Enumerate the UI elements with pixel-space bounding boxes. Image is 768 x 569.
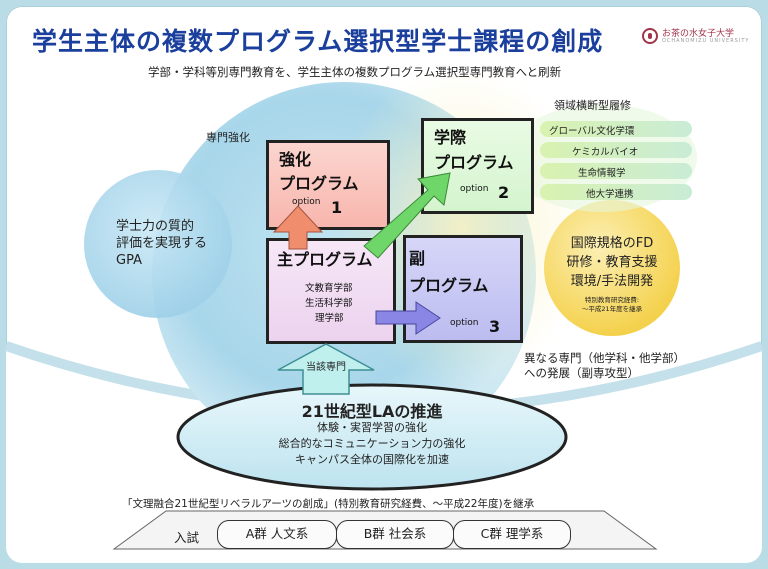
cross-domain-label: グローバル文化学環 bbox=[549, 126, 635, 137]
fd-note-line: 〜平成21年度を継承 bbox=[581, 305, 643, 313]
main-program-box: 主プログラム 文教育学部 生活科学部 理学部 bbox=[266, 238, 396, 344]
slide: 学生主体の複数プログラム選択型学士課程の創成 お茶の水女子大学 OCHANOMI… bbox=[6, 6, 762, 563]
cross-domain-label: 生命情報学 bbox=[578, 168, 626, 179]
main-program-dept: 理学部 bbox=[315, 313, 344, 324]
right-arrow-purple bbox=[375, 301, 441, 335]
admission-label: 入試 bbox=[174, 530, 200, 545]
logo-name: お茶の水女子大学 bbox=[662, 29, 735, 39]
different-major-line: への発展（副専攻型） bbox=[524, 366, 639, 380]
diagonal-arrow-green bbox=[363, 172, 451, 259]
admission-group-c: C群 理学系 bbox=[453, 520, 571, 549]
gakusai-title-1: 学際 bbox=[434, 128, 467, 147]
gpa-line: 学士力の質的 bbox=[116, 219, 195, 234]
la-title: 21世紀型LAの推進 bbox=[301, 402, 443, 421]
different-major-text: 異なる専門（他学科・他学部） への発展（副専攻型） bbox=[524, 351, 685, 381]
cross-domain-heading: 領域横断型履修 bbox=[554, 99, 631, 112]
la-line: 体験・実習学習の強化 bbox=[317, 421, 427, 434]
fd-text: 国際規格のFD 研修・教育支援 環境/手法開発 bbox=[558, 234, 666, 291]
kyoka-title-2: プログラム bbox=[279, 174, 359, 193]
gpa-circle bbox=[84, 170, 232, 318]
different-major-line: 異なる専門（他学科・他学部） bbox=[524, 351, 685, 365]
logo-emblem-icon bbox=[642, 28, 658, 44]
fd-line: 国際規格のFD bbox=[570, 236, 654, 251]
bottom-note: 「文理融合21世紀型リベラルアーツの創成」(特別教育研究経費、〜平成22年度)を… bbox=[122, 498, 535, 510]
fuku-option-num: 3 bbox=[489, 317, 501, 336]
kyoka-option-num: 1 bbox=[331, 198, 343, 217]
cross-domain-label: 他大学連携 bbox=[586, 189, 634, 200]
fd-note: 特別教育研究経費: 〜平成21年度を継承 bbox=[558, 296, 666, 314]
cross-domain-item bbox=[540, 184, 692, 200]
la-lines: 体験・実習学習の強化 総合的なコミュニケーション力の強化 キャンパス全体の国際化… bbox=[246, 420, 498, 468]
main-program-dept: 生活科学部 bbox=[305, 298, 353, 309]
main-program-title: 主プログラム bbox=[277, 250, 373, 269]
specialization-label: 専門強化 bbox=[206, 131, 250, 144]
gpa-text: 学士力の質的 評価を実現する GPA bbox=[116, 218, 207, 269]
gakusai-title-2: プログラム bbox=[434, 153, 514, 172]
fd-circle bbox=[544, 200, 680, 336]
cross-domain-label: ケミカルバイオ bbox=[572, 147, 639, 158]
gakusai-option-num: 2 bbox=[498, 183, 510, 202]
logo-english: OCHANOMIZU UNIVERSITY bbox=[662, 38, 750, 44]
subtitle: 学部・学科等別専門教育を、学生主体の複数プログラム選択型専門教育へと刷新 bbox=[148, 65, 562, 79]
cross-domain-item bbox=[540, 121, 692, 137]
gpa-line: GPA bbox=[116, 253, 142, 268]
la-line: キャンパス全体の国際化を加速 bbox=[295, 453, 449, 466]
cross-domain-item bbox=[540, 142, 692, 158]
fd-note-line: 特別教育研究経費: bbox=[584, 296, 640, 304]
la-line: 総合的なコミュニケーション力の強化 bbox=[278, 437, 466, 450]
related-major-label: 当該専門 bbox=[306, 362, 346, 373]
fuku-title-1: 副 bbox=[409, 249, 426, 268]
fd-line: 研修・教育支援 bbox=[566, 255, 658, 270]
gpa-line: 評価を実現する bbox=[116, 236, 208, 251]
gakusai-option-word: option bbox=[460, 184, 489, 194]
up-arrow-orange bbox=[272, 205, 324, 250]
cross-domain-item bbox=[540, 163, 692, 179]
kyoka-option-word: option bbox=[292, 197, 321, 207]
page-title: 学生主体の複数プログラム選択型学士課程の創成 bbox=[32, 27, 604, 56]
admission-group-a: A群 人文系 bbox=[217, 520, 337, 549]
fuku-title-2: プログラム bbox=[409, 276, 489, 295]
university-logo: お茶の水女子大学 OCHANOMIZU UNIVERSITY bbox=[642, 26, 756, 48]
up-arrow-cyan bbox=[277, 343, 375, 395]
main-program-dept: 文教育学部 bbox=[305, 283, 353, 294]
fuku-option-word: option bbox=[450, 318, 479, 328]
arrows-layer bbox=[272, 172, 451, 395]
la-oval bbox=[176, 383, 568, 491]
admission-group-b: B群 社会系 bbox=[336, 520, 454, 549]
kyoka-title-1: 強化 bbox=[279, 150, 312, 169]
kyoka-program-box: 強化 プログラム option 1 bbox=[266, 140, 390, 230]
fd-line: 環境/手法開発 bbox=[570, 274, 654, 289]
